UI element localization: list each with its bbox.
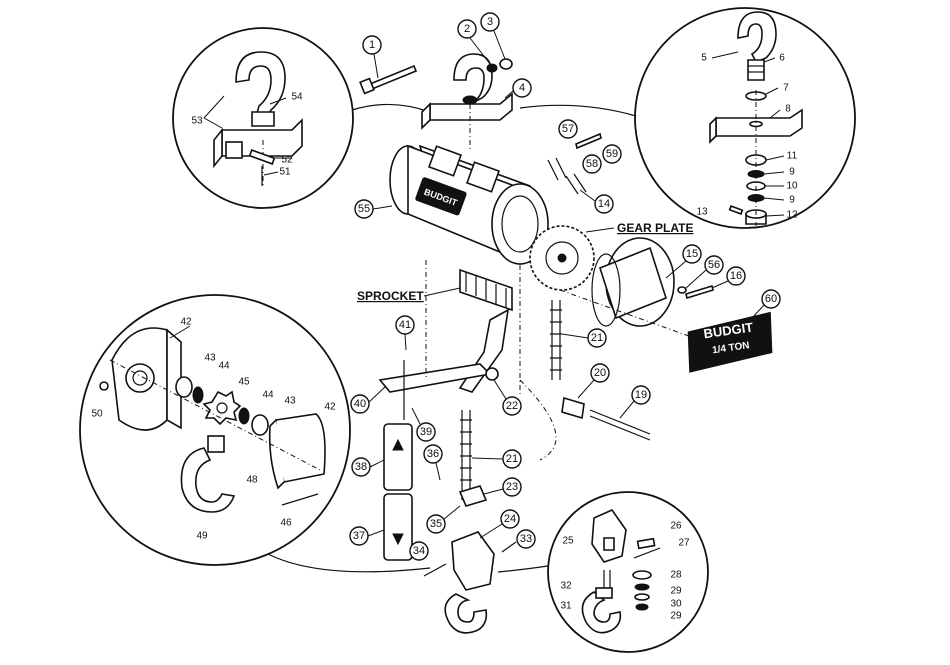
callout-39: 39 (420, 426, 432, 438)
badge-rating-text: 1/4 TON (711, 340, 750, 356)
part-26-label: 26 (670, 521, 682, 532)
part-53-label: 53 (191, 116, 203, 127)
callout-38: 38 (355, 461, 367, 473)
part-46-label: 46 (280, 518, 292, 529)
part-51-label: 51 (279, 167, 291, 178)
gear-plate-label: GEAR PLATE (617, 221, 693, 235)
callout-15: 15 (686, 248, 698, 260)
part-31-label: 31 (560, 601, 572, 612)
callout-40: 40 (354, 398, 366, 410)
callout-35: 35 (430, 518, 442, 530)
callout-2: 2 (464, 23, 470, 35)
callout-41: 41 (399, 319, 411, 331)
part-28-label: 28 (670, 570, 682, 581)
callout-37: 37 (353, 530, 365, 542)
part-27-label: 27 (678, 538, 690, 549)
callout-33: 33 (520, 533, 532, 545)
callout-24: 24 (504, 513, 516, 525)
detail-top-left: 53 54 52 51 (172, 27, 431, 209)
part-9b-label: 9 (789, 195, 795, 206)
badge-brand-text: BUDGIT (703, 319, 754, 341)
callout-21b: 21 (506, 453, 518, 465)
detail-bottom-right: 25 26 27 28 29 30 29 32 31 (497, 491, 709, 653)
part-48-label: 48 (246, 475, 258, 486)
callout-36: 36 (427, 448, 439, 460)
part-43a-label: 43 (204, 353, 216, 364)
part-7-label: 7 (783, 83, 789, 94)
part-32-label: 32 (560, 581, 572, 592)
part-25-label: 25 (562, 536, 574, 547)
part-9a-label: 9 (789, 167, 795, 178)
part-29a-label: 29 (670, 586, 682, 597)
part-42b-label: 42 (324, 402, 336, 413)
part-52-label: 52 (281, 155, 293, 166)
part-6-label: 6 (779, 53, 785, 64)
callout-3: 3 (487, 16, 493, 28)
part-30-label: 30 (670, 599, 682, 610)
callout-4: 4 (519, 82, 525, 94)
part-42a-label: 42 (180, 317, 192, 328)
part-12-label: 12 (786, 210, 798, 221)
part-11-label: 11 (787, 151, 798, 162)
callout-16: 16 (730, 270, 742, 282)
part-43b-label: 43 (284, 396, 296, 407)
part-44b-label: 44 (262, 390, 274, 401)
part-10-label: 10 (786, 181, 798, 192)
callout-60: 60 (765, 293, 777, 305)
part-44a-label: 44 (218, 361, 230, 372)
callout-57: 57 (562, 123, 574, 135)
detail-left: 42 43 44 45 44 43 42 50 48 49 46 (79, 294, 431, 573)
budgit-badge: BUDGIT 1/4 TON (687, 311, 773, 373)
part-49-label: 49 (196, 531, 208, 542)
detail-top-right: 5 6 7 8 11 9 10 9 12 13 (519, 7, 856, 229)
callouts: 1 2 3 4 55 57 58 59 14 15 56 16 60 21 20… (349, 12, 781, 561)
part-5-label: 5 (701, 53, 707, 64)
callout-1: 1 (369, 39, 375, 51)
callout-22: 22 (506, 400, 518, 412)
part-50-label: 50 (91, 409, 103, 420)
callout-58: 58 (586, 158, 598, 170)
part-13-label: 13 (696, 207, 708, 218)
callout-23: 23 (506, 481, 518, 493)
callout-21a: 21 (591, 332, 603, 344)
callout-34: 34 (413, 545, 425, 557)
callout-20: 20 (594, 367, 606, 379)
callout-19: 19 (635, 389, 647, 401)
callout-59: 59 (606, 148, 618, 160)
callout-55: 55 (358, 203, 370, 215)
callout-14: 14 (598, 198, 610, 210)
callout-56: 56 (708, 259, 720, 271)
part-8-label: 8 (785, 104, 791, 115)
central-assembly: BUDGIT (359, 53, 714, 634)
part-29b-label: 29 (670, 611, 682, 622)
part-45-label: 45 (238, 377, 250, 388)
part-54-label: 54 (291, 92, 303, 103)
sprocket-label: SPROCKET (357, 289, 424, 303)
